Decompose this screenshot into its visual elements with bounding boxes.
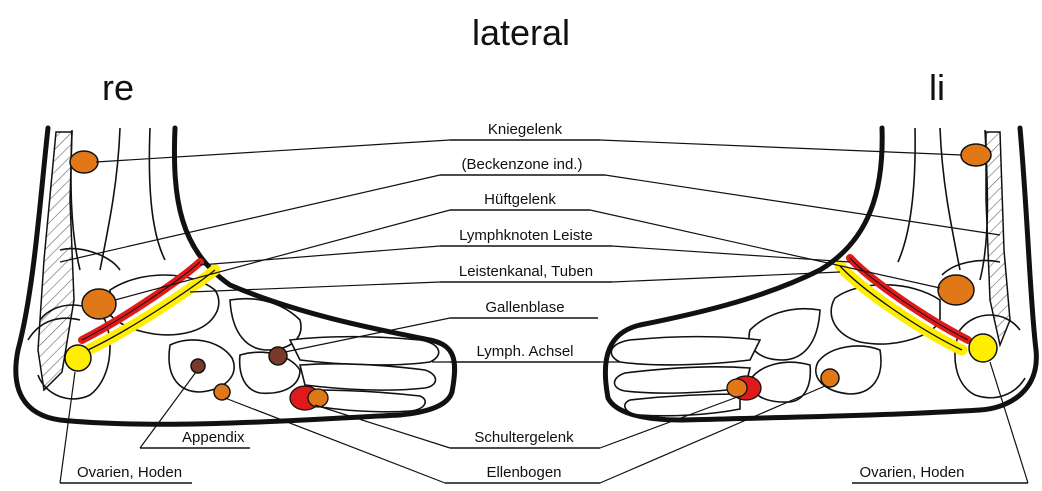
hip-zone-marker-left: [938, 275, 974, 305]
label-gallenblase: Gallenblase: [485, 299, 564, 316]
foot-left-drawing: [605, 128, 1036, 420]
side-label-right-foot: re: [102, 67, 134, 108]
elbow-zone-marker-left: [821, 369, 839, 387]
knee-zone-marker-left: [961, 144, 991, 166]
label-ellenbogen: Ellenbogen: [486, 464, 561, 481]
label-ovarien-hoden-right: Ovarien, Hoden: [859, 464, 964, 481]
elbow-zone-marker-right: [214, 384, 230, 400]
shoulder-zone-marker-right: [308, 389, 328, 407]
shoulder-zone-marker-left: [727, 379, 747, 397]
label-lymph-achsel: Lymph. Achsel: [477, 343, 574, 360]
label-lymphknoten-leiste: Lymphknoten Leiste: [459, 227, 593, 244]
label-hueftgelenk: Hüftgelenk: [484, 191, 556, 208]
appendix-zone-marker: [191, 359, 205, 373]
label-schultergelenk: Schultergelenk: [474, 429, 574, 446]
foot-right-drawing: [16, 128, 455, 424]
ovaries-zone-marker-right: [65, 345, 91, 371]
label-beckenzone: (Beckenzone ind.): [462, 156, 583, 173]
gallbladder-zone-marker: [269, 347, 287, 365]
label-leistenkanal-tuben: Leistenkanal, Tuben: [459, 263, 593, 280]
side-label-left-foot: li: [929, 67, 945, 108]
knee-zone-marker-right: [70, 151, 98, 173]
hip-zone-marker-right: [82, 289, 116, 319]
ovaries-zone-marker-left: [969, 334, 997, 362]
label-ovarien-hoden-left: Ovarien, Hoden: [77, 464, 182, 481]
title-lateral: lateral: [472, 12, 570, 53]
label-kniegelenk: Kniegelenk: [488, 121, 563, 138]
label-appendix: Appendix: [182, 429, 245, 446]
